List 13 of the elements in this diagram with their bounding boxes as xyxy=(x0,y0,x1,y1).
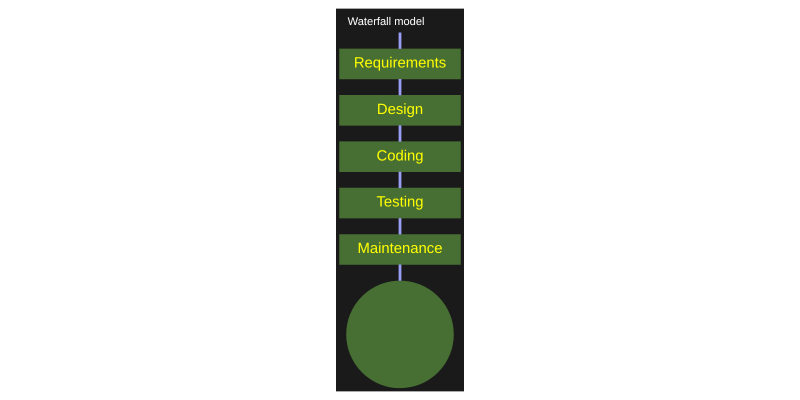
node-box: Maintenance xyxy=(339,234,461,265)
connector xyxy=(398,218,402,234)
connector xyxy=(398,172,402,188)
node-box: Coding xyxy=(339,141,461,172)
node-box: Requirements xyxy=(339,48,461,80)
connector xyxy=(398,125,402,142)
node-box: Testing xyxy=(339,188,461,218)
connector xyxy=(398,79,402,96)
connector xyxy=(398,32,402,49)
diagram-title: Waterfall model xyxy=(348,16,425,28)
node-circle xyxy=(346,280,454,388)
connector xyxy=(398,264,402,281)
node-box: Design xyxy=(339,95,461,126)
